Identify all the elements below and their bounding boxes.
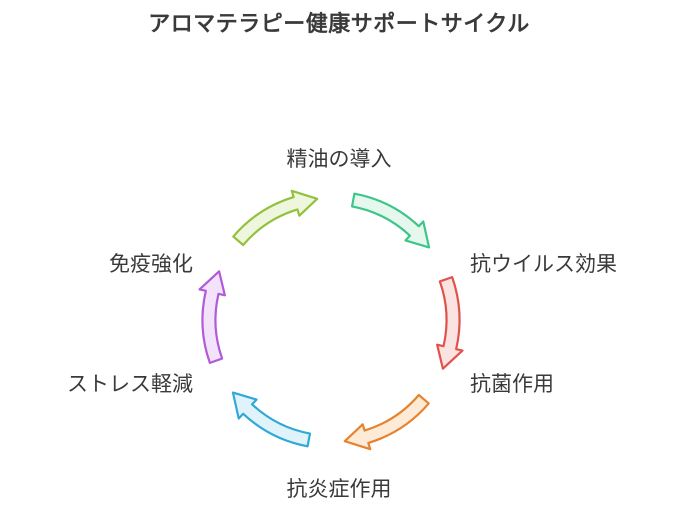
step-label-anti-inflammatory-action: 抗炎症作用 — [286, 477, 392, 501]
arrow-antiviral-to-antibacterial — [436, 276, 464, 370]
step-label-antiviral-effect: 抗ウイルス効果 — [470, 252, 617, 276]
step-label-stress-reduction: ストレス軽減 — [67, 372, 193, 396]
arrow-essential-oil-to-antiviral — [350, 192, 431, 249]
step-label-immune-enhancement: 免疫強化 — [109, 252, 193, 276]
step-label-antibacterial-action: 抗菌作用 — [470, 372, 554, 396]
step-label-essential-oil-introduction: 精油の導入 — [286, 147, 392, 171]
arrow-antibacterial-to-anti-inflammatory — [343, 393, 430, 451]
arrow-anti-inflammatory-to-stress — [231, 391, 312, 448]
arrow-immune-to-essential-oil — [232, 189, 319, 247]
diagram-title: アロマテラピー健康サポートサイクル — [148, 12, 530, 37]
arrow-stress-to-immune — [198, 270, 226, 364]
